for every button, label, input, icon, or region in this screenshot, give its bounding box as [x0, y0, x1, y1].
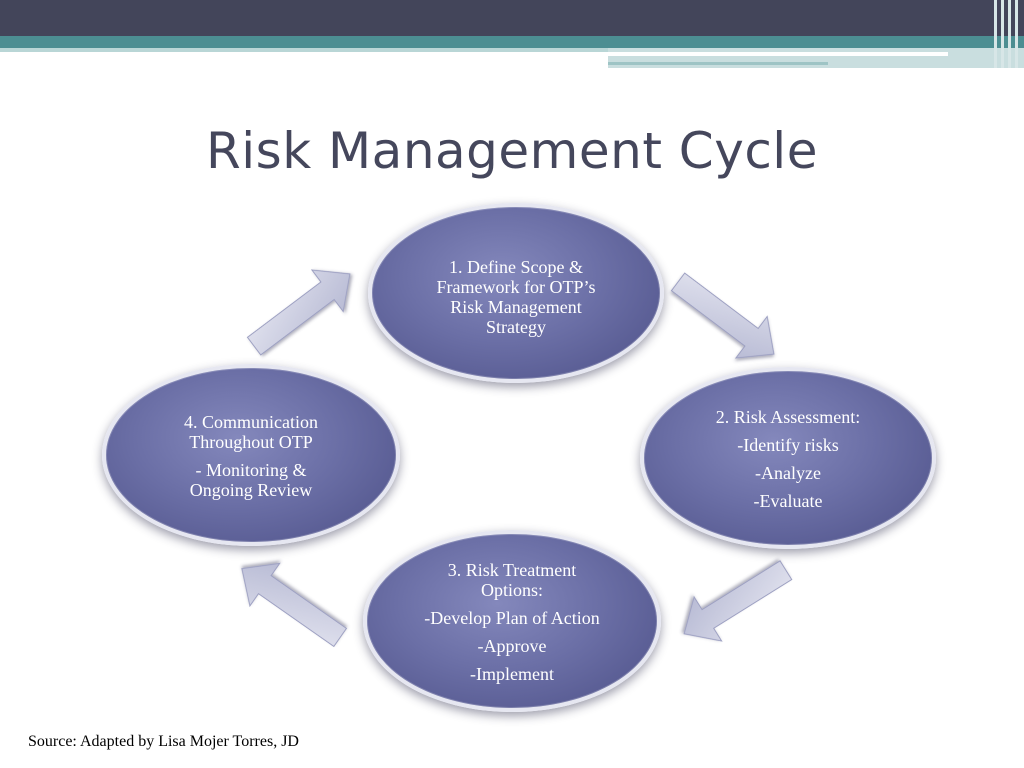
arrow-step3-to-step4: [241, 562, 348, 648]
step-3-item: -Approve: [477, 636, 547, 656]
header-bar-dark: [0, 0, 1024, 36]
step-2-item: -Identify risks: [737, 435, 839, 455]
step-3-heading: 3. Risk Treatment Options:: [447, 560, 577, 600]
step-1-ellipse: 1. Define Scope & Framework for OTP’s Ri…: [368, 203, 664, 383]
arrow-step2-to-step3: [683, 560, 793, 642]
step-3-item: -Implement: [470, 664, 554, 684]
arrow-step4-to-step1: [246, 269, 351, 356]
step-2-item: -Analyze: [755, 463, 821, 483]
step-2-item: -Evaluate: [753, 491, 823, 511]
source-caption: Source: Adapted by Lisa Mojer Torres, JD: [28, 733, 299, 750]
header-bar-teal: [0, 36, 1024, 48]
step-3-item: -Develop Plan of Action: [424, 608, 600, 628]
step-2-heading: 2. Risk Assessment:: [715, 407, 861, 427]
step-4-heading: 4. Communication Throughout OTP: [184, 412, 318, 452]
step-3-ellipse: 3. Risk Treatment Options: -Develop Plan…: [363, 530, 661, 712]
header-bar-light: [0, 48, 608, 52]
step-4-item: - Monitoring & Ongoing Review: [189, 460, 313, 500]
header-edge-stripes: [990, 0, 1024, 68]
slide-title: Risk Management Cycle: [206, 122, 818, 180]
step-2-ellipse: 2. Risk Assessment: -Identify risks -Ana…: [640, 367, 936, 549]
step-1-text: 1. Define Scope & Framework for OTP’s Ri…: [436, 257, 596, 337]
step-4-ellipse: 4. Communication Throughout OTP - Monito…: [102, 364, 400, 546]
arrow-step1-to-step2: [670, 272, 775, 359]
header-bar-right-line: [608, 62, 828, 65]
header-bar-right-inner: [608, 52, 948, 56]
